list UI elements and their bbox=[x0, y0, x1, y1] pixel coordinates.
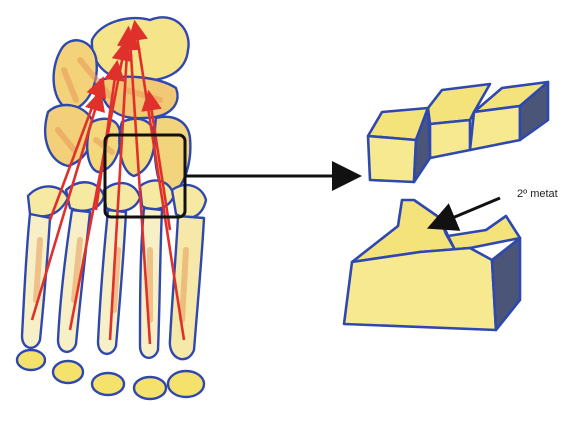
cuboid-bone bbox=[45, 105, 93, 166]
metatarsal-pointer-arrow bbox=[438, 198, 500, 224]
toe-5 bbox=[17, 350, 45, 370]
zigzag-segment-1-front bbox=[368, 136, 416, 182]
metatarsal-1-base bbox=[172, 185, 206, 218]
toe-2 bbox=[134, 377, 166, 399]
mortise-front-face bbox=[344, 248, 496, 330]
toe-4 bbox=[53, 361, 83, 383]
foot-skeleton bbox=[17, 17, 206, 399]
mortise-joint-lower bbox=[344, 200, 520, 330]
metatarsal-3-base bbox=[104, 183, 140, 211]
toe-3 bbox=[92, 373, 124, 395]
zigzag-joint-upper bbox=[368, 82, 548, 182]
metatarsal-3 bbox=[98, 210, 126, 354]
second-metatarsal-label: 2º metat bbox=[517, 188, 558, 200]
mortise-side-face bbox=[492, 238, 520, 330]
zigzag-segment-2-front bbox=[430, 120, 470, 158]
zigzag-segment-3-front bbox=[470, 106, 520, 150]
toe-1 bbox=[168, 371, 204, 397]
metatarsal-2-base bbox=[140, 181, 174, 210]
